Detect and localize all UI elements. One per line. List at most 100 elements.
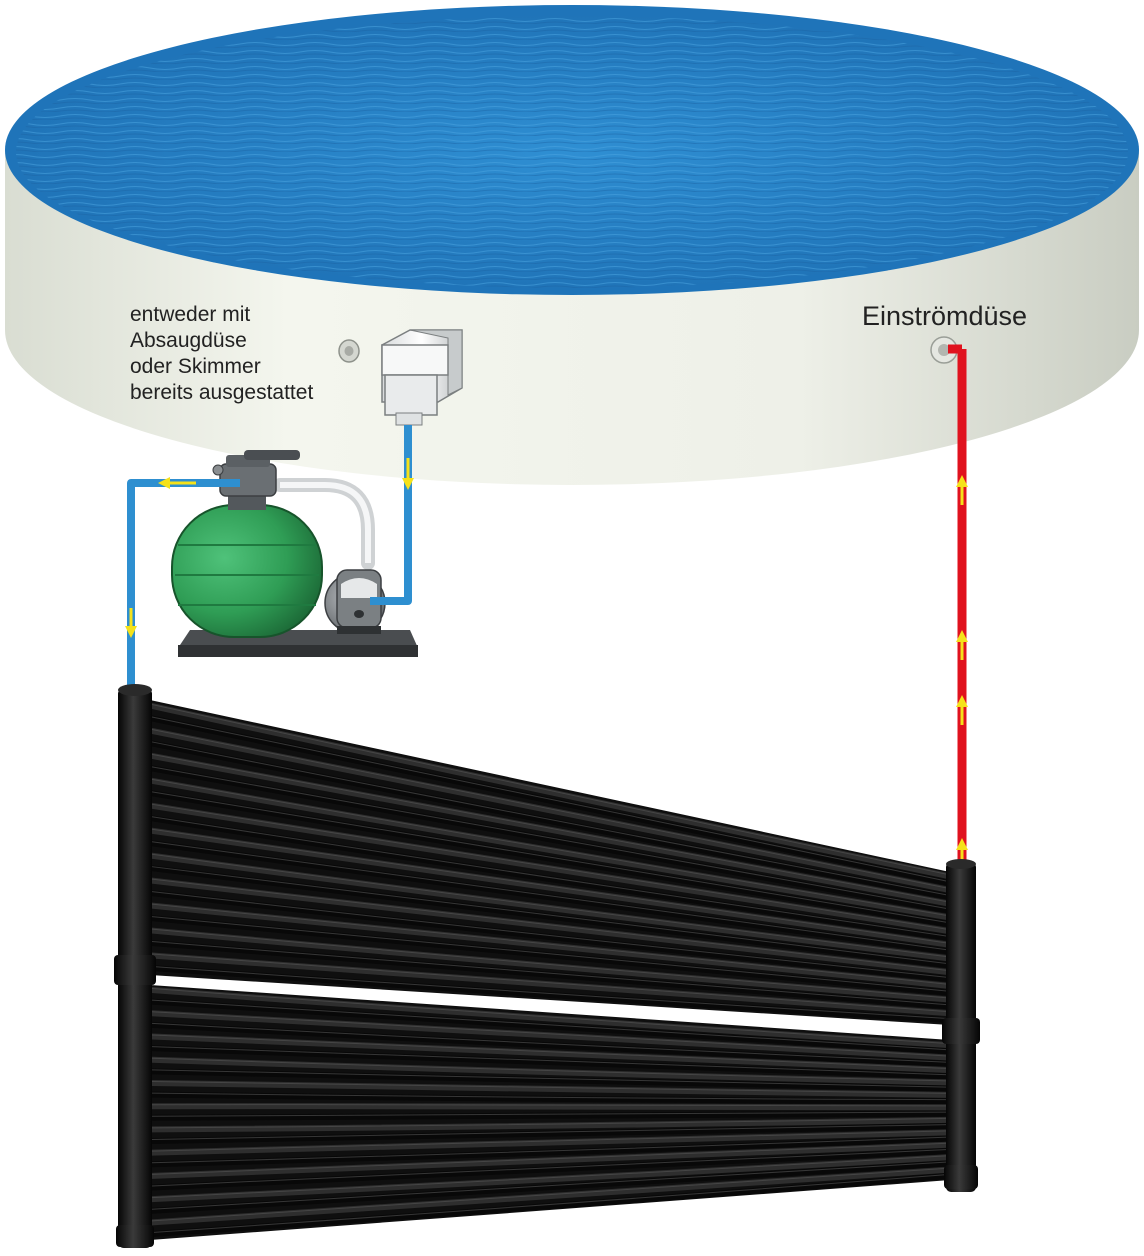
collector-tube-highlight xyxy=(151,941,949,1006)
collector-tube-highlight xyxy=(151,741,949,896)
collector-tube-highlight xyxy=(151,728,949,889)
collector-tube-highlight xyxy=(151,866,949,965)
collector-tube-highlight xyxy=(151,1149,949,1187)
collector-tube xyxy=(149,1173,951,1237)
collector-header-left xyxy=(114,684,156,1248)
collector-tube xyxy=(149,927,951,1003)
collector-tube xyxy=(149,1068,951,1092)
collector-tube xyxy=(149,802,951,934)
collector-tube xyxy=(149,1166,951,1226)
collector-tube-highlight xyxy=(151,803,949,930)
collector-tube xyxy=(149,852,951,962)
collector-tube-highlight xyxy=(151,778,949,917)
solar-collector-icon xyxy=(114,684,980,1248)
collector-tube xyxy=(149,1160,951,1214)
collector-tube xyxy=(149,827,951,948)
collector-tube-highlight xyxy=(151,1092,949,1101)
collector-tube-highlight xyxy=(151,916,949,992)
collector-tube xyxy=(149,998,951,1055)
collector-tube xyxy=(149,1056,951,1086)
collector-tube-highlight xyxy=(151,766,949,910)
collector-tube-highlight xyxy=(151,966,949,1019)
collector-tube xyxy=(149,703,951,879)
collector-tube-highlight xyxy=(151,1069,949,1088)
collector-tube-highlight xyxy=(151,1057,949,1082)
collector-tube-highlight xyxy=(151,1124,949,1141)
collector-tube xyxy=(149,790,951,927)
skimmer-note-line: entweder mit xyxy=(130,303,251,326)
collector-tube xyxy=(149,915,951,996)
skimmer-note-line: Absaugdüse xyxy=(130,329,247,352)
flow-arrow-up-icon xyxy=(956,695,968,725)
skimmer-note-line: bereits ausgestattet xyxy=(130,381,314,404)
collector-tube-highlight xyxy=(151,878,949,971)
suction-nozzle-icon xyxy=(338,339,360,363)
collector-tube xyxy=(149,1033,951,1073)
collector-tube-highlight xyxy=(151,928,949,999)
flow-arrow-up-icon xyxy=(956,630,968,660)
collector-tube-highlight xyxy=(151,1174,949,1233)
flow-arrow-up-icon xyxy=(956,475,968,505)
collector-tube-highlight xyxy=(151,903,949,985)
pool-water-ripples xyxy=(16,16,1128,288)
flow-arrow-down-icon xyxy=(125,608,137,638)
collector-tube-highlight xyxy=(151,841,949,951)
collector-tube-highlight xyxy=(151,1022,949,1063)
collector-tube-highlight xyxy=(151,953,949,1013)
collector-tube-highlight xyxy=(151,1104,949,1107)
collector-tube-highlight xyxy=(151,1130,949,1152)
collector-tube-highlight xyxy=(151,1011,949,1057)
flow-arrow-down-icon xyxy=(402,458,414,490)
inlet-nozzle-label: Einströmdüse xyxy=(862,301,1028,331)
collector-tube-highlight xyxy=(151,1155,949,1199)
collector-tube xyxy=(149,1010,951,1061)
collector-tube xyxy=(149,952,951,1017)
collector-tube xyxy=(149,1116,951,1133)
pump-icon xyxy=(324,569,386,634)
collector-tube xyxy=(149,1079,951,1098)
collector-tube xyxy=(149,877,951,975)
collector-tube xyxy=(149,727,951,893)
collector-tube xyxy=(149,890,951,982)
collector-tube-highlight xyxy=(151,828,949,944)
collector-tube xyxy=(149,1021,951,1067)
collector-tube xyxy=(149,1103,951,1111)
collector-tube xyxy=(149,902,951,989)
collector-tube-highlight xyxy=(151,1142,949,1175)
flow-arrows xyxy=(125,458,968,862)
collector-tube xyxy=(149,777,951,921)
collector-tube-highlight xyxy=(151,999,949,1051)
flow-arrow-left-icon xyxy=(158,477,196,489)
collector-tube xyxy=(149,1129,951,1156)
collector-tube xyxy=(149,815,951,941)
collector-tube-highlight xyxy=(151,1136,949,1164)
collector-tube xyxy=(149,715,951,886)
solar-panel-upper xyxy=(149,700,951,1025)
skimmer-note-label: entweder mit Absaugdüse oder Skimmer ber… xyxy=(130,302,313,406)
collector-tube-highlight xyxy=(151,753,949,903)
collector-tube-highlight xyxy=(151,853,949,958)
collector-tube xyxy=(149,765,951,914)
collector-tube xyxy=(149,1123,951,1145)
collector-tube xyxy=(149,965,951,1023)
collector-tube-highlight xyxy=(151,816,949,937)
collector-tube-highlight xyxy=(151,1046,949,1076)
collector-tube xyxy=(149,1045,951,1080)
collector-tube xyxy=(149,1154,951,1203)
collector-tube xyxy=(149,1110,951,1121)
collector-tube-highlight xyxy=(151,988,949,1044)
collector-tube xyxy=(149,1091,951,1105)
pool xyxy=(5,5,1139,485)
collector-tube-highlight xyxy=(151,716,949,882)
collector-tube xyxy=(149,1135,951,1168)
collector-tube xyxy=(149,1141,951,1179)
collector-header-right xyxy=(942,859,980,1192)
collector-tube xyxy=(149,987,951,1048)
collector-tube xyxy=(149,865,951,969)
collector-tube-highlight xyxy=(151,1167,949,1222)
collector-tube-highlight xyxy=(151,791,949,923)
collector-tube-highlight xyxy=(151,704,949,875)
skimmer-note-line: oder Skimmer xyxy=(130,355,261,378)
sand-filter-icon xyxy=(171,450,323,638)
